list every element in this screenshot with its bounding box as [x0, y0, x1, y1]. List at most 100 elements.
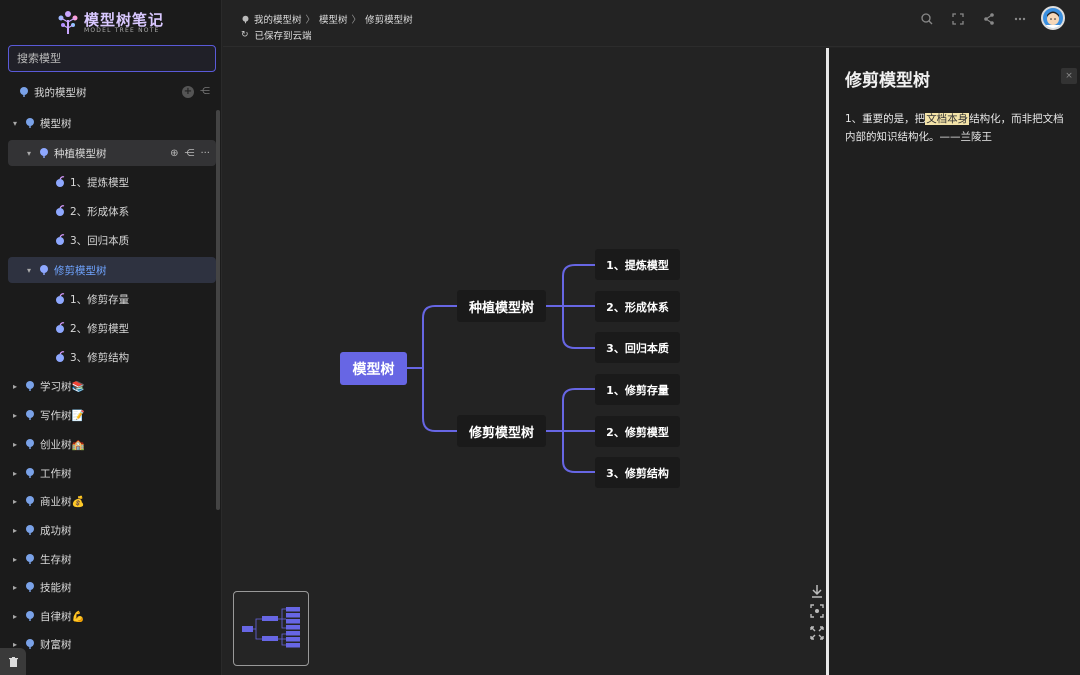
tree-icon	[26, 118, 34, 128]
minimap[interactable]	[233, 591, 309, 666]
chevron-down-icon[interactable]: ▾	[26, 265, 31, 275]
tree-icon	[26, 582, 34, 592]
mindmap-icon[interactable]: ⋲	[184, 147, 195, 159]
search-icon[interactable]	[919, 11, 935, 27]
panel-divider[interactable]	[826, 48, 829, 675]
note-panel: 修剪模型树 × 1、重要的是，把文档本身结构化，而非把文档内部的知识结构化。——…	[829, 48, 1080, 675]
breadcrumb-item[interactable]: 修剪模型树	[365, 15, 413, 26]
chevron-right-icon[interactable]: ▸	[12, 611, 17, 621]
sidebar-tree-item-label: 成功树	[40, 524, 72, 537]
mindmap-leaf-node[interactable]: 1、提炼模型	[595, 249, 680, 280]
sidebar-tree-item[interactable]: ▸财富树	[8, 631, 216, 657]
trash-icon	[8, 656, 18, 667]
expand-icon[interactable]	[809, 625, 825, 641]
download-icon[interactable]	[809, 583, 825, 599]
app-logo[interactable]: 模型树笔记 MODEL TREE NOTE	[56, 6, 176, 38]
avatar[interactable]	[1041, 6, 1065, 30]
sidebar-scrollbar[interactable]	[216, 110, 220, 510]
sidebar-tree-item-label: 商业树💰	[40, 495, 85, 508]
chevron-down-icon[interactable]: ▾	[12, 118, 17, 128]
mindmap-leaf-node[interactable]: 2、形成体系	[595, 291, 680, 322]
chevron-right-icon[interactable]: ▸	[12, 639, 17, 649]
chevron-right-icon[interactable]: ▸	[12, 468, 17, 478]
mindmap-branch-node[interactable]: 修剪模型树	[457, 415, 546, 447]
row-actions: ⊕ ⋲ ···	[170, 148, 216, 159]
sidebar-tree-item[interactable]: ▸ 技能树	[8, 574, 216, 600]
sidebar-tree-item[interactable]: ▸学习树📚	[8, 373, 216, 399]
mindmap-leaf-node[interactable]: 1、修剪存量	[595, 374, 680, 405]
breadcrumb-item[interactable]: 我的模型树	[254, 15, 302, 26]
sidebar-tree-item[interactable]: ▾模型树	[8, 110, 216, 136]
mindmap-leaf-node[interactable]: 3、修剪结构	[595, 457, 680, 488]
tree-icon	[26, 611, 34, 621]
note-content[interactable]: 1、重要的是，把文档本身结构化，而非把文档内部的知识结构化。——兰陵王	[845, 110, 1065, 146]
sidebar-tree-item[interactable]: ▸工作树	[8, 460, 216, 486]
sidebar-tree-item[interactable]: 3、修剪结构	[8, 344, 216, 370]
sidebar-tree-item-label: 自律树💪	[40, 610, 85, 623]
logo-text: 模型树笔记	[84, 11, 165, 29]
tree-icon	[26, 554, 34, 564]
tree-icon	[26, 410, 34, 420]
chevron-right-icon[interactable]: ▸	[12, 410, 17, 420]
sidebar-tree-item[interactable]: 2、形成体系	[8, 198, 216, 224]
mindmap-branch-node[interactable]: 种植模型树	[457, 290, 546, 322]
sidebar-tree-item[interactable]: ▸ 自律树💪	[8, 603, 216, 629]
tree-icon	[20, 87, 28, 97]
leaf-node-icon	[56, 351, 65, 362]
sidebar-tree-item[interactable]: 1、修剪存量	[8, 286, 216, 312]
node-label: 模型树	[352, 361, 395, 378]
chevron-right-icon[interactable]: ▸	[12, 439, 17, 449]
chevron-right-icon[interactable]: ▸	[12, 496, 17, 506]
sidebar-tree-item[interactable]: 1、提炼模型	[8, 169, 216, 195]
node-label: 2、修剪模型	[606, 425, 669, 439]
my-tree-header[interactable]: 我的模型树 + ⋲	[8, 79, 216, 105]
tree-icon	[26, 639, 34, 649]
tree-icon	[26, 525, 34, 535]
fullscreen-icon[interactable]	[950, 11, 966, 27]
sidebar-tree-item-label: 1、修剪存量	[70, 293, 130, 306]
sidebar-tree-item[interactable]: ▸写作树📝	[8, 402, 216, 428]
node-label: 2、形成体系	[606, 300, 669, 314]
share-icon[interactable]	[981, 11, 997, 27]
sidebar-tree-item-label: 种植模型树	[54, 147, 107, 160]
mindmap-leaf-node[interactable]: 2、修剪模型	[595, 416, 680, 447]
tree-icon	[242, 15, 249, 23]
tree-logo-icon	[58, 11, 78, 34]
breadcrumb-item[interactable]: 模型树	[319, 15, 348, 26]
chevron-right-icon[interactable]: ▸	[12, 554, 17, 564]
sidebar-tree-item-label: 技能树	[40, 581, 72, 594]
sync-icon: ↻	[241, 30, 249, 40]
tree-icon	[40, 265, 48, 275]
node-label: 种植模型树	[468, 300, 534, 316]
chevron-right-icon[interactable]: ▸	[12, 582, 17, 592]
close-icon[interactable]: ×	[1061, 68, 1077, 84]
center-focus-icon[interactable]	[809, 603, 825, 619]
add-icon[interactable]: +	[182, 86, 194, 98]
mindmap-root-node[interactable]: 模型树	[340, 352, 407, 385]
add-child-icon[interactable]: ⊕	[170, 147, 179, 159]
sidebar-tree-item[interactable]: 2、修剪模型	[8, 315, 216, 341]
sidebar-tree-item[interactable]: ▾修剪模型树	[8, 257, 216, 283]
chevron-down-icon[interactable]: ▾	[26, 148, 31, 158]
sidebar-tree-item[interactable]: ▸生存树	[8, 546, 216, 572]
mindmap-icon[interactable]: ⋲	[200, 86, 210, 97]
leaf-node-icon	[56, 205, 65, 216]
tree-icon	[26, 381, 34, 391]
chevron-right-icon[interactable]: ▸	[12, 525, 17, 535]
chevron-right-icon[interactable]: ▸	[12, 381, 17, 391]
note-title[interactable]: 修剪模型树	[845, 71, 930, 91]
sidebar-tree-item[interactable]: ▸ 成功树	[8, 517, 216, 543]
more-icon[interactable]	[1012, 11, 1028, 27]
sidebar-tree-item[interactable]: ▸创业树🏫	[8, 431, 216, 457]
mindmap-canvas[interactable]: 模型树 种植模型树 修剪模型树 1、提炼模型 2、形成体系 3、回归本质 1、修…	[223, 48, 826, 675]
sidebar-tree-item[interactable]: 3、回归本质	[8, 227, 216, 253]
node-label: 1、提炼模型	[606, 258, 669, 272]
search-input[interactable]	[8, 45, 216, 72]
mindmap-leaf-node[interactable]: 3、回归本质	[595, 332, 680, 363]
avatar-face-icon	[1046, 11, 1060, 28]
sidebar-tree-item[interactable]: ▾ 种植模型树 ⊕ ⋲ ···	[8, 140, 216, 166]
more-icon[interactable]: ···	[200, 147, 210, 159]
sidebar-tree-item[interactable]: ▸ 商业树💰	[8, 488, 216, 514]
trash-button[interactable]	[0, 648, 26, 675]
save-status: ↻ 已保存到云端	[241, 28, 312, 42]
